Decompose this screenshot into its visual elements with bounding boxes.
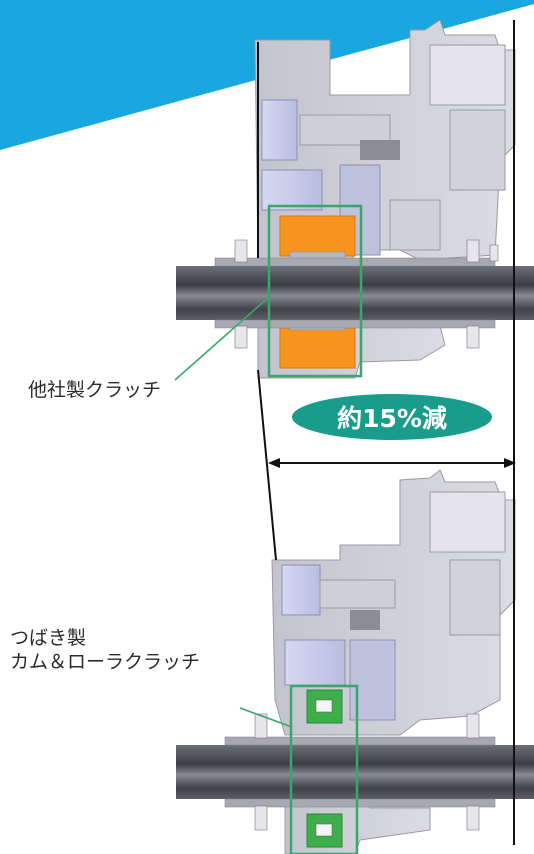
dimension-arrow [268,458,516,468]
tsubaki-clutch-label-line2: カム＆ローラクラッチ [10,651,201,673]
tsubaki-clutch-label-line1: つばき製 [10,627,87,649]
competitor-clutch-upper [279,215,356,257]
tsubaki-assembly [176,469,534,854]
competitor-clutch-label: 他社製クラッチ [28,379,162,401]
competitor-assembly [176,19,534,379]
competitor-leader-line [174,295,271,381]
left-outline-line [257,42,277,561]
tsubaki-clutch-label: つばき製 カム＆ローラクラッチ [10,626,200,674]
shaft-upper [176,266,534,320]
tsubaki-highlight-box [289,684,359,854]
reduction-badge: 約15%減 [292,394,492,440]
shaft-lower [176,745,534,799]
competitor-highlight-box [267,204,363,378]
tsubaki-leader-line [239,707,293,728]
competitor-clutch-lower [279,327,356,369]
